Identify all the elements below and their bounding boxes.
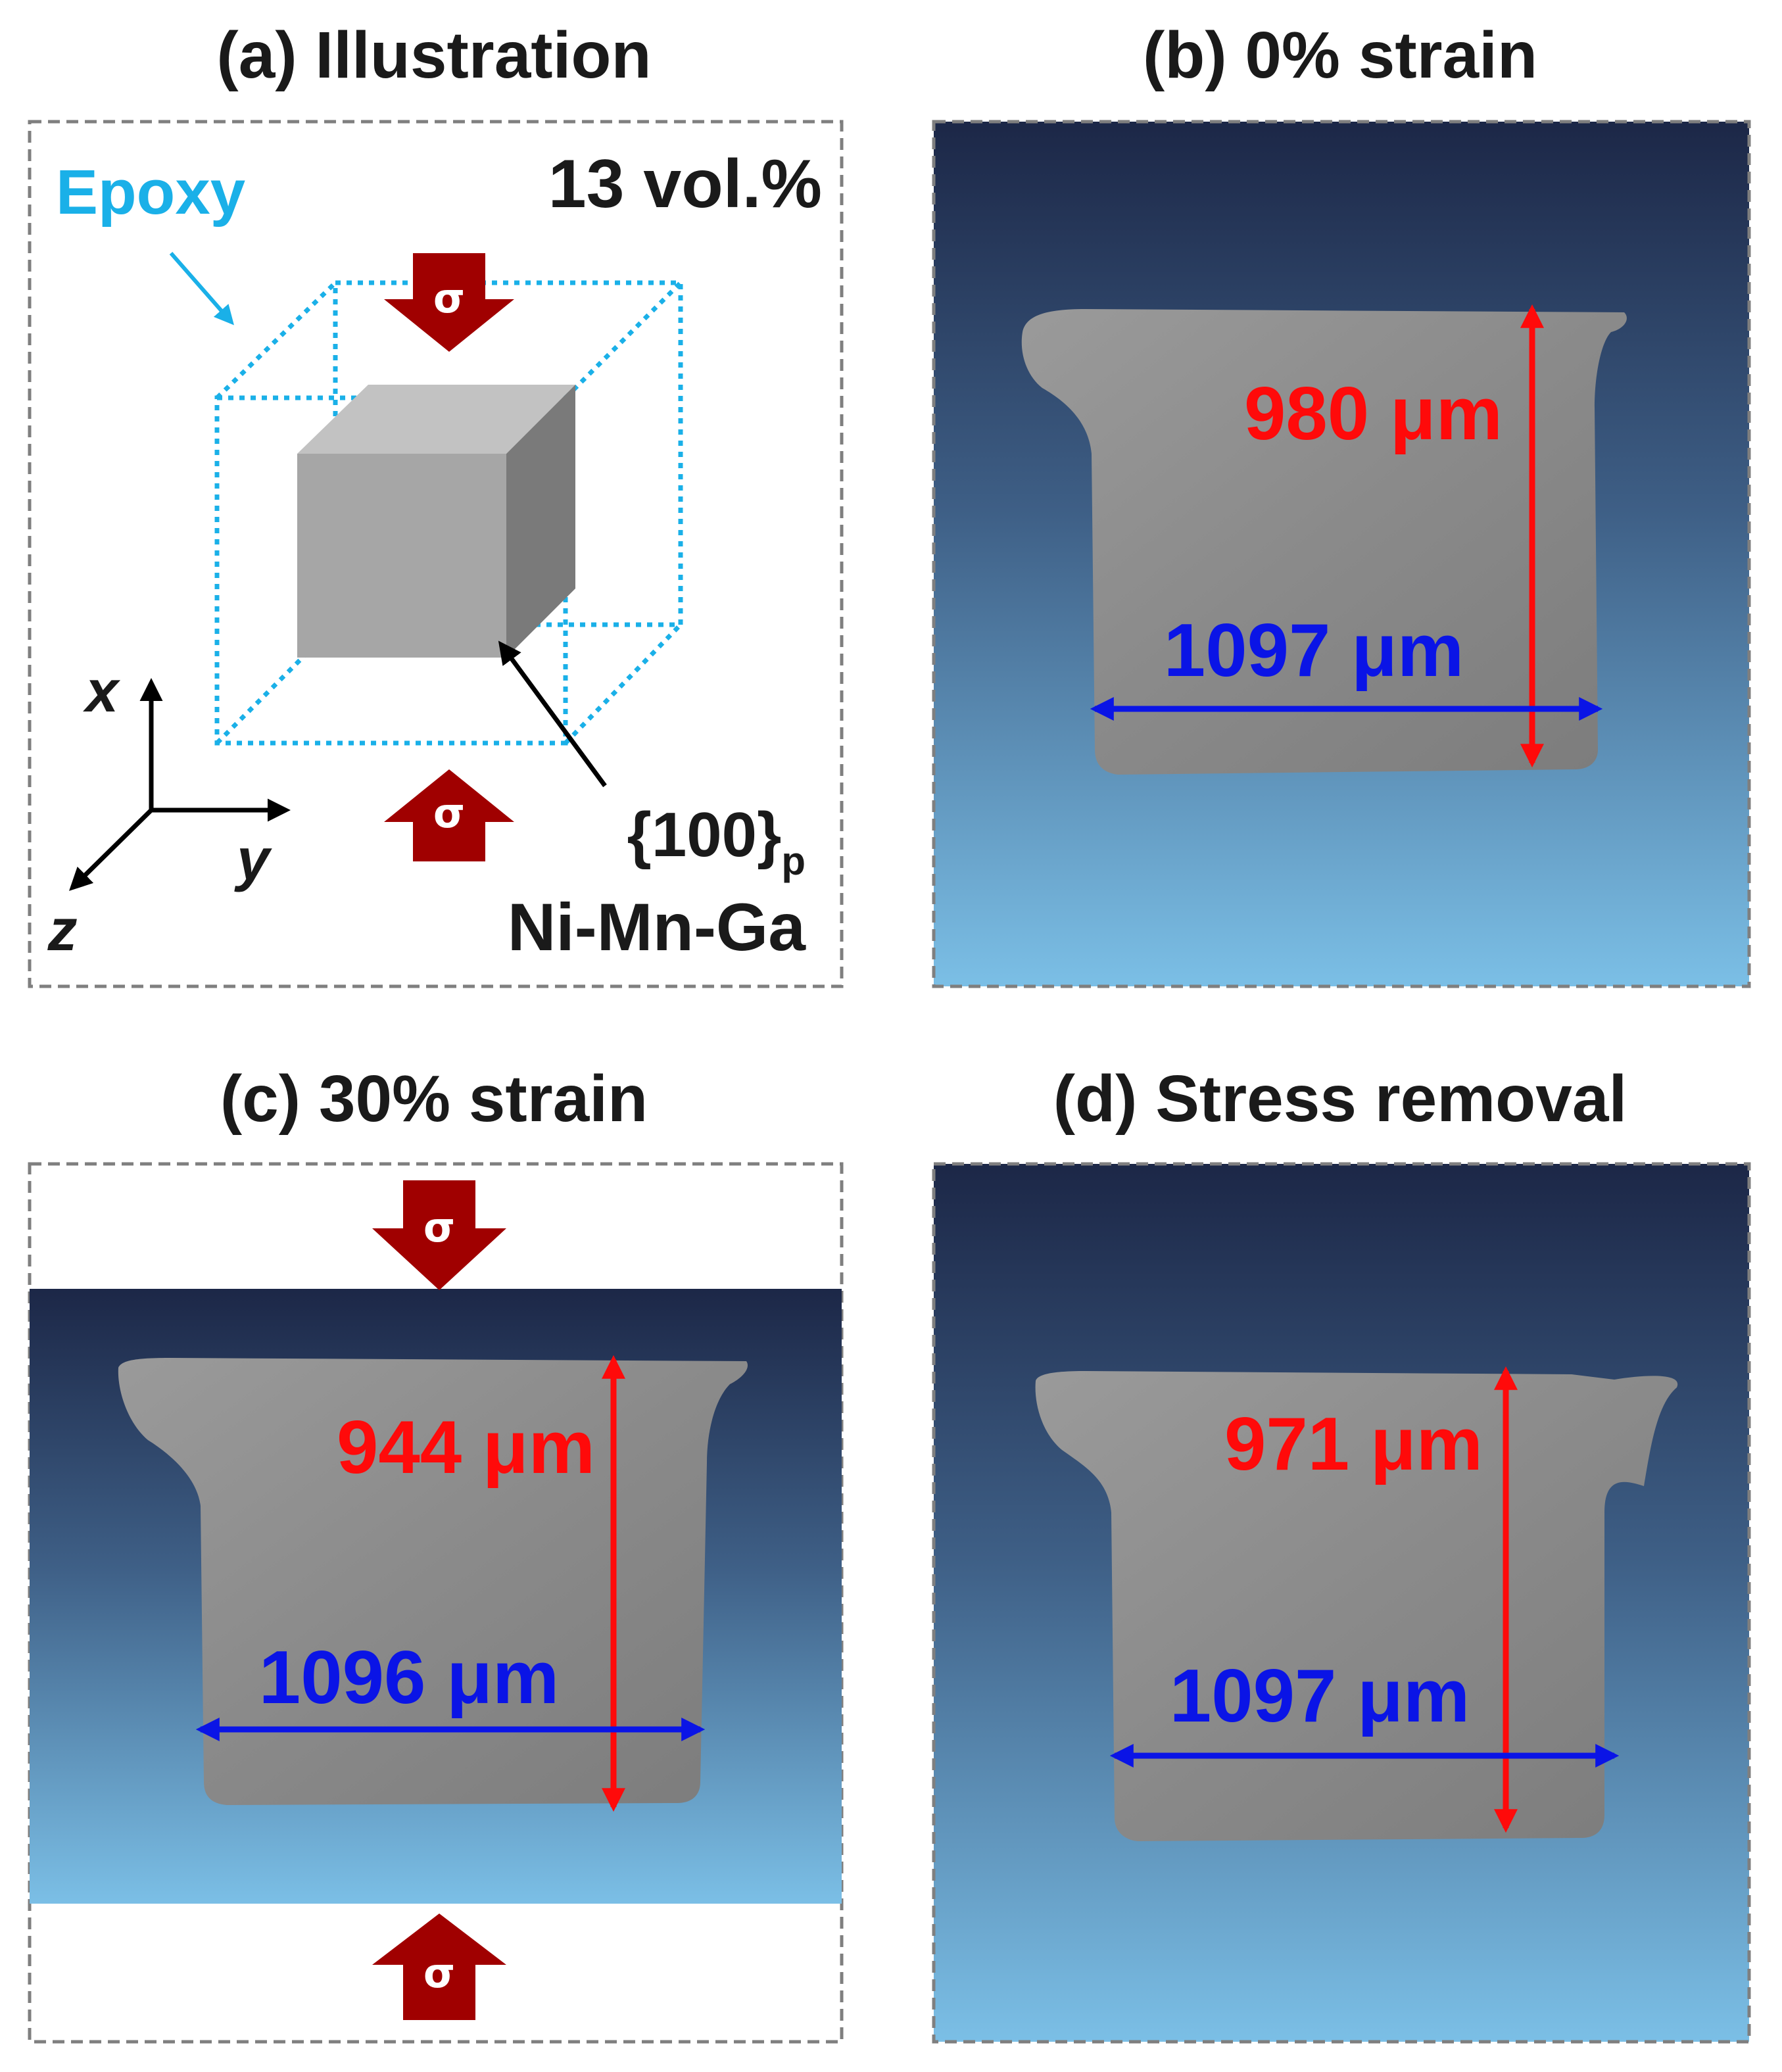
epoxy-label: Epoxy xyxy=(56,157,245,228)
panel-b-title: (b) 0% strain xyxy=(1143,18,1537,92)
epoxy-pointer-arrow xyxy=(169,252,234,325)
panel-c-stress-symbol-bottom: σ xyxy=(423,1949,455,1997)
panel-c-stress-arrow-top: σ xyxy=(372,1180,506,1290)
axis-x-label: x xyxy=(83,659,121,725)
material-label: Ni-Mn-Ga xyxy=(508,890,807,965)
volume-fraction-label: 13 vol.% xyxy=(548,146,822,222)
panel-c-title: (c) 30% strain xyxy=(220,1062,648,1136)
ni-mn-ga-cube xyxy=(297,385,575,658)
epoxy-box xyxy=(214,280,683,746)
axis-y-label: y xyxy=(234,827,272,893)
panel-d-title: (d) Stress removal xyxy=(1053,1062,1627,1136)
panel-d-height-label: 971 μm xyxy=(1224,1403,1483,1486)
panel-b-height-label: 980 μm xyxy=(1244,372,1503,456)
panel-d: (d) Stress removal 971 μm 1097 μm xyxy=(932,1062,1751,2044)
panel-c-stress-symbol-top: σ xyxy=(423,1203,455,1251)
stress-symbol-top: σ xyxy=(433,274,465,322)
panel-a: (a) Illustration Epoxy 13 vol.% σ xyxy=(28,18,844,988)
panel-d-width-label: 1097 μm xyxy=(1170,1654,1470,1738)
stress-arrow-top: σ xyxy=(384,253,514,352)
cube-pointer-arrow xyxy=(498,640,607,788)
stress-symbol-bottom: σ xyxy=(433,789,465,837)
panel-c: (c) 30% strain σ σ 944 μm 1096 μm xyxy=(28,1062,844,2044)
panel-c-frame xyxy=(28,1162,844,2044)
panel-c-height-label: 944 μm xyxy=(337,1406,595,1489)
panel-b-width-label: 1097 μm xyxy=(1164,609,1464,692)
panel-c-width-label: 1096 μm xyxy=(259,1636,559,1720)
panel-a-title: (a) Illustration xyxy=(216,18,651,92)
coordinate-axes xyxy=(69,678,291,891)
panel-c-stress-arrow-bottom: σ xyxy=(372,1914,506,2020)
panel-c-sample xyxy=(118,1358,748,1805)
stress-arrow-bottom: σ xyxy=(384,769,514,861)
plane-label: {100}p xyxy=(627,800,806,883)
panel-a-frame xyxy=(28,120,844,988)
axis-z-label: z xyxy=(47,898,78,963)
panel-b-sample xyxy=(1021,309,1627,775)
panel-b: (b) 0% strain 980 μm 1097 μm xyxy=(932,18,1751,988)
